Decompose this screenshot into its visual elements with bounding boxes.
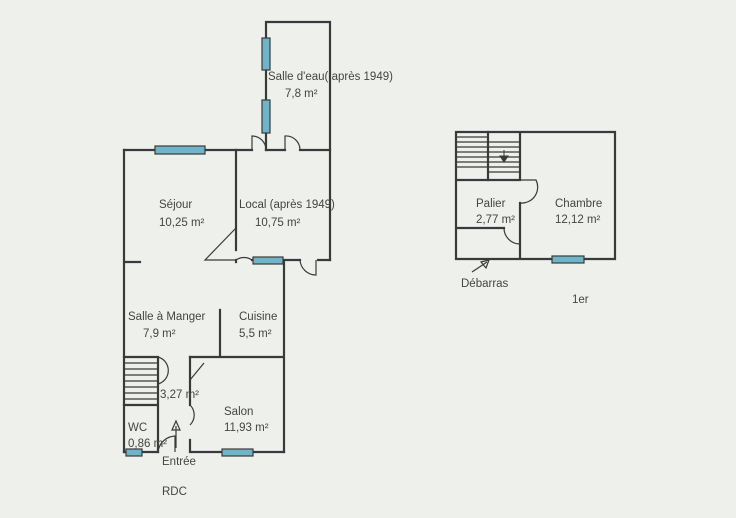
- window: [261, 37, 271, 71]
- debarras-arrow: [471, 259, 490, 273]
- stairs: [456, 130, 520, 182]
- window: [221, 448, 254, 457]
- wall: [122, 148, 238, 454]
- room-area-cuisine: 5,5 m²: [239, 328, 272, 340]
- window: [261, 99, 271, 134]
- room-label-chambre: Chambre: [555, 198, 602, 210]
- floor-title-rdc: RDC: [162, 486, 187, 498]
- debarras-label: Débarras: [461, 278, 509, 290]
- room-label-wc: WC: [128, 422, 147, 434]
- entrance-arrow: [171, 419, 181, 448]
- ground-floor-plan: Salle d'eau( après 1949) 7,8 m² Séjour 1…: [122, 20, 393, 498]
- door-swing: [299, 259, 317, 276]
- room-area-palier: 2,77 m²: [476, 214, 515, 226]
- door-swing: [203, 227, 253, 261]
- room-area-hall: 3,27 m²: [160, 389, 199, 401]
- room-label-local: Local (après 1949): [239, 199, 335, 211]
- room-label-sejour: Séjour: [159, 199, 192, 211]
- floor-title-1er: 1er: [572, 294, 589, 306]
- room-label-salle-eau: Salle d'eau( après 1949): [268, 71, 393, 83]
- room-area-local: 10,75 m²: [255, 217, 301, 229]
- entrance-label: Entrée: [162, 456, 196, 468]
- stairs: [122, 355, 169, 454]
- room-area-salle-manger: 7,9 m²: [143, 328, 176, 340]
- room-area-wc: 0,86 m²: [128, 438, 167, 450]
- wall: [454, 130, 617, 261]
- room-area-chambre: 12,12 m²: [555, 214, 601, 226]
- window: [154, 145, 206, 155]
- room-label-cuisine: Cuisine: [239, 311, 277, 323]
- room-area-sejour: 10,25 m²: [159, 217, 205, 229]
- door-swing: [284, 135, 301, 151]
- door-swing: [503, 179, 539, 245]
- window: [551, 255, 585, 264]
- room-label-palier: Palier: [476, 198, 506, 210]
- room-label-salon: Salon: [224, 406, 253, 418]
- room-area-salle-eau: 7,8 m²: [285, 88, 318, 100]
- room-area-salon: 11,93 m²: [224, 422, 269, 434]
- first-floor-plan: Palier 2,77 m² Chambre 12,12 m² Débarras…: [454, 130, 617, 306]
- stair-arrow: [499, 150, 509, 163]
- window: [125, 448, 143, 457]
- room-label-salle-manger: Salle à Manger: [128, 311, 206, 323]
- door-swing: [251, 135, 267, 151]
- window: [252, 256, 284, 265]
